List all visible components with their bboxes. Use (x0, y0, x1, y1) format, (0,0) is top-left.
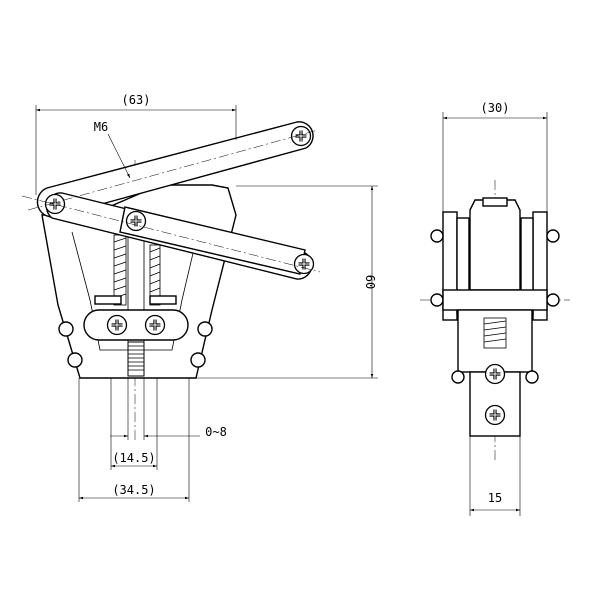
dim-inner-width: (14.5) (112, 451, 155, 465)
dim-opening: 0~8 (205, 425, 227, 439)
side-knob (197, 321, 213, 337)
pivot-screw-icon (124, 209, 148, 233)
side-pin (451, 370, 465, 384)
spring-left (113, 234, 127, 306)
dim-height: 60 (363, 275, 377, 289)
screw-icon (483, 403, 507, 427)
middle-link (119, 206, 306, 275)
dim-side-width: (30) (481, 101, 510, 115)
link-plate (83, 309, 189, 341)
side-pin (430, 229, 444, 243)
side-pin (546, 293, 560, 307)
pivot-screw-icon (292, 252, 316, 276)
dim-front-width: (63) (122, 93, 151, 107)
jaw-pad-left (94, 295, 122, 305)
side-knob (58, 321, 74, 337)
pivot-screw-icon (289, 124, 313, 148)
screw-icon (105, 313, 129, 337)
screw-icon (483, 362, 507, 386)
link-centerlines (21, 129, 321, 273)
side-view: (30) 15 (420, 101, 570, 516)
pivot-screw-icon (43, 192, 67, 216)
side-pin (430, 293, 444, 307)
side-spring (483, 317, 507, 349)
thread-label: M6 (94, 120, 108, 134)
side-knob (190, 352, 206, 368)
dim-outer-width: (34.5) (112, 483, 155, 497)
side-stud (482, 197, 508, 207)
m6-leader (107, 133, 131, 179)
screw-icon (143, 313, 167, 337)
dim-side-base: 15 (488, 491, 502, 505)
spring-right (149, 244, 161, 306)
side-pin (525, 370, 539, 384)
jaw-pad-right (149, 295, 177, 305)
side-knob (67, 352, 83, 368)
front-view: (63) M6 60 0~8 (14.5) (34.5) (21, 93, 378, 502)
side-top-block (469, 199, 521, 291)
threaded-screw (127, 341, 145, 377)
side-cross-bar (442, 289, 548, 311)
side-pin (546, 229, 560, 243)
